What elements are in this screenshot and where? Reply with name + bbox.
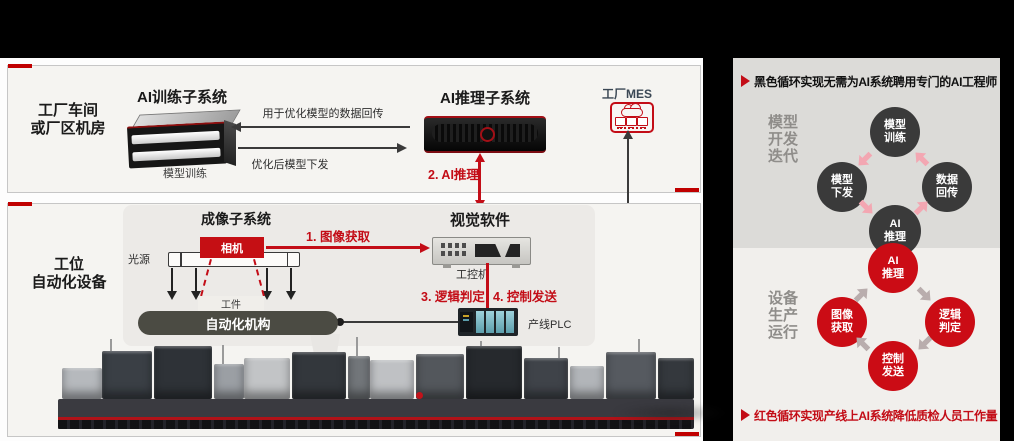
circle-model-deploy: 模型 下发 <box>817 162 867 212</box>
mechanism-plc-line <box>340 321 458 323</box>
status-light <box>416 392 423 399</box>
right-black-edge <box>1000 0 1014 441</box>
machine <box>244 358 290 399</box>
step2-label: 2. AI推理 <box>428 168 479 182</box>
red-loop-note: 红色循环实现产线上AI系统降低质检人员工作量 <box>741 407 998 424</box>
machine-room-label: 工厂车间 或厂区机房 <box>30 102 106 137</box>
machine-post <box>356 337 358 365</box>
machine <box>348 356 370 399</box>
workpiece-box: 工件 <box>198 296 264 311</box>
deploy-arrow-line <box>238 147 398 149</box>
circle-model-training: 模型 训练 <box>870 107 920 157</box>
camera-box: 相机 <box>200 237 264 258</box>
inference-server-image <box>424 116 546 153</box>
mechanism-label: 自动化机构 <box>205 316 271 332</box>
machine-post <box>558 347 560 367</box>
mes-cloud-icon <box>610 102 654 133</box>
imaging-title: 成像子系统 <box>201 211 271 227</box>
step1-arrowhead <box>420 243 430 253</box>
machine <box>524 358 568 399</box>
red-loop-note-text: 红色循环实现产线上AI系统降低质检人员工作量 <box>754 409 998 423</box>
step1-arrow-line <box>266 246 422 249</box>
mechanism-plc-dot <box>336 318 344 326</box>
machine <box>658 358 694 399</box>
step2-arrow-line <box>478 160 481 202</box>
logic-control-line <box>486 263 489 309</box>
black-loop-note: 黑色循环实现无需为AI系统聘用专门的AI工程师 <box>741 73 997 90</box>
mes-arrowhead <box>623 130 633 139</box>
backhaul-arrowhead <box>231 122 241 132</box>
circle-ai-inference-red: AI 推理 <box>868 243 918 293</box>
triangle-bullet-icon <box>741 75 750 87</box>
plc-image <box>458 308 518 336</box>
machine <box>214 364 244 399</box>
vision-title: 视觉软件 <box>449 212 510 229</box>
red-tick <box>8 64 32 68</box>
machine <box>154 346 212 399</box>
camera-label: 相机 <box>221 242 243 255</box>
mechanism-ellipse: 自动化机构 <box>138 311 338 335</box>
light-ray-head <box>167 291 177 300</box>
training-server-image <box>126 109 241 169</box>
light-ray-head <box>191 291 201 300</box>
red-tick <box>8 202 32 206</box>
circle-data-backhaul: 数据 回传 <box>922 162 972 212</box>
step3-label: 3. 逻辑判定 <box>421 290 485 304</box>
light-ray <box>266 268 268 292</box>
triangle-bullet-icon <box>741 409 750 421</box>
light-ray <box>290 268 292 292</box>
middle-black-divider <box>703 0 733 441</box>
workpiece-label: 工件 <box>221 300 241 311</box>
model-loop-label: 模型 开发 迭代 <box>767 114 798 165</box>
deploy-arrowhead <box>397 143 407 153</box>
light-source-label: 光源 <box>128 254 150 266</box>
machine <box>570 366 604 399</box>
red-tick <box>675 188 699 192</box>
mes-label: 工厂MES <box>601 87 652 101</box>
step1-label: 1. 图像获取 <box>306 230 370 244</box>
mes-connector-vertical <box>627 132 629 240</box>
line-shadow <box>613 403 728 423</box>
machine <box>292 352 346 399</box>
black-loop-note-text: 黑色循环实现无需为AI系统聘用专门的AI工程师 <box>754 75 997 89</box>
step2-arrowhead-up <box>474 153 485 162</box>
ipc-image <box>432 237 531 268</box>
deploy-arrow-label: 优化后模型下发 <box>251 159 329 171</box>
inference-subsystem-title: AI推理子系统 <box>439 90 530 107</box>
production-line-photo <box>58 337 728 433</box>
model-loop-background <box>733 58 1000 248</box>
light-ray <box>195 268 197 292</box>
machine <box>606 352 656 399</box>
machine-post <box>222 345 224 367</box>
backhaul-arrow-line <box>240 126 410 128</box>
circle-logic-judgment: 逻辑 判定 <box>925 297 975 347</box>
light-ray-head <box>286 291 296 300</box>
device-loop-label: 设备 生产 运行 <box>767 290 798 341</box>
backhaul-arrow-label: 用于优化模型的数据回传 <box>262 108 384 120</box>
top-black-band <box>0 0 1014 58</box>
machine <box>466 346 522 399</box>
circle-control-send: 控制 发送 <box>868 341 918 391</box>
machine <box>62 368 102 399</box>
machine-room-box <box>7 65 701 193</box>
station-label: 工位 自动化设备 <box>31 256 107 291</box>
plc-label: 产线PLC <box>528 319 572 331</box>
red-tick <box>675 432 699 436</box>
training-subsystem-title: AI训练子系统 <box>136 89 227 106</box>
conveyor-treads <box>58 420 694 429</box>
step4-label: 4. 控制发送 <box>493 290 557 304</box>
training-caption: 模型训练 <box>163 168 207 180</box>
machine <box>416 354 464 399</box>
light-ray-head <box>262 291 272 300</box>
machine <box>370 360 414 399</box>
light-ray <box>171 268 173 292</box>
ipc-label: 工控机 <box>456 269 489 281</box>
machine <box>102 351 152 399</box>
